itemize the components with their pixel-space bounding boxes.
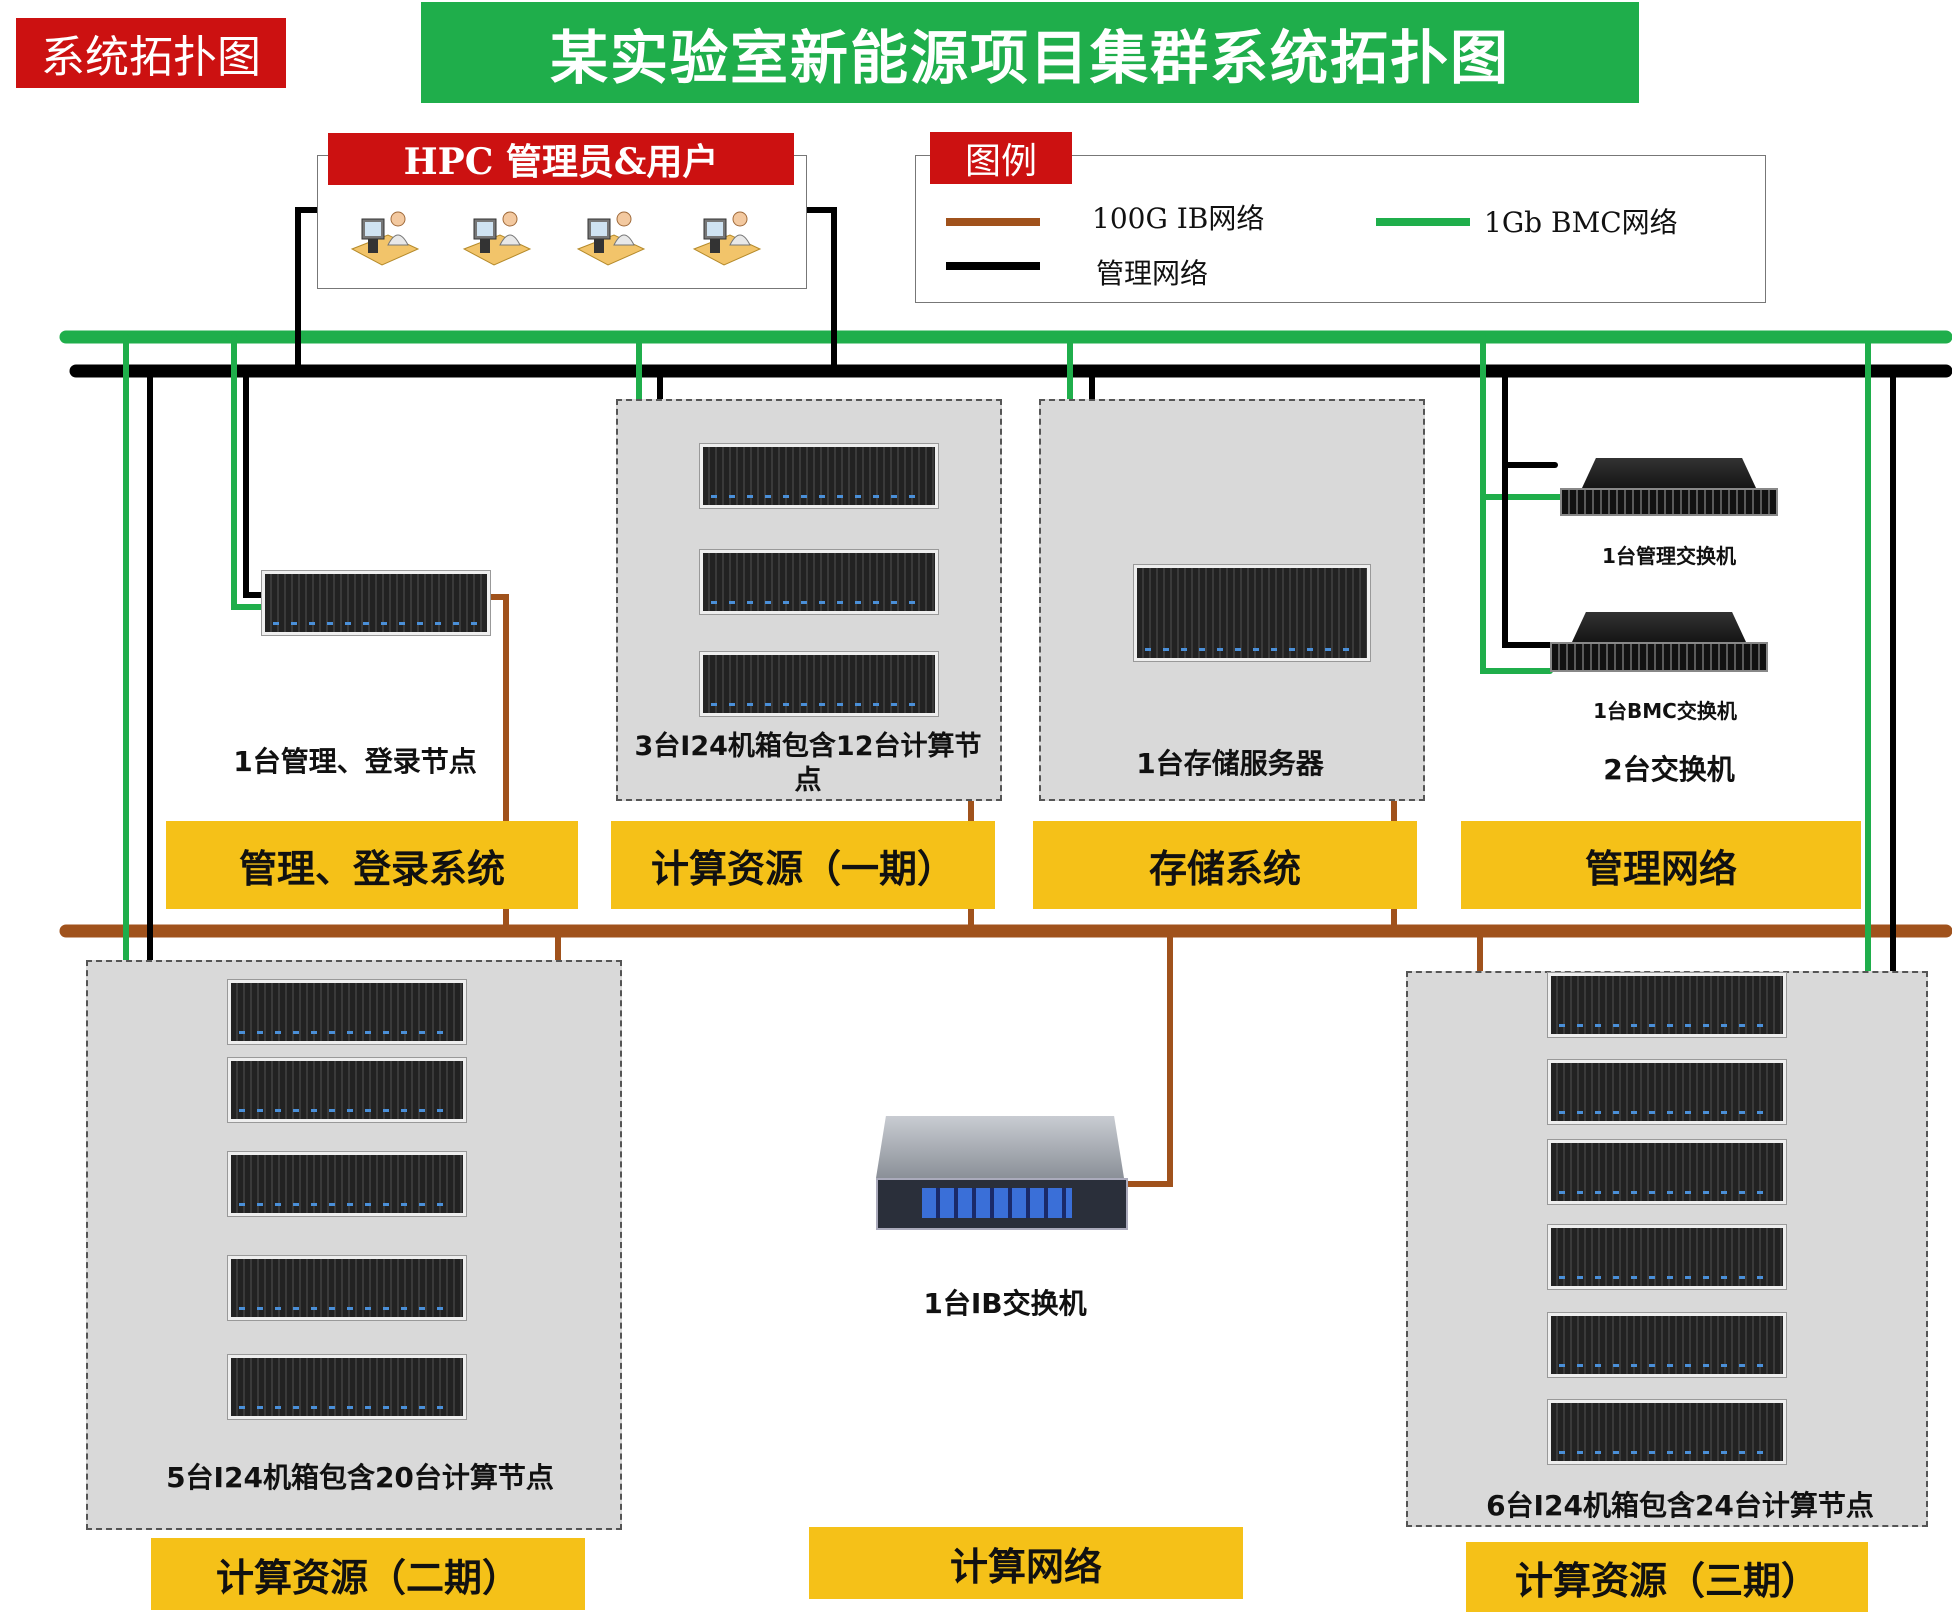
user-workstation-icon — [460, 205, 532, 269]
mgmt-login-node — [262, 571, 490, 635]
legend-ib-text: 100G IB网络 — [1092, 202, 1265, 235]
compute3-label: 6台I24机箱包含24台计算节点 — [1486, 1489, 1874, 1522]
compute3-chassis — [1548, 1400, 1786, 1464]
section-compute1: 计算资源（一期） — [611, 821, 995, 909]
compute2-chassis — [228, 1355, 466, 1419]
user-workstation-icon — [574, 205, 646, 269]
legend-mgmt-text: 管理网络 — [1096, 257, 1209, 290]
compute2-chassis — [228, 1256, 466, 1320]
section-compute3: 计算资源（三期） — [1466, 1542, 1868, 1612]
bmc-switch-label: 1台BMC交换机 — [1593, 699, 1737, 723]
section-compute2: 计算资源（二期） — [151, 1538, 585, 1610]
compute1-chassis — [700, 652, 938, 716]
ib-switch-label: 1台IB交换机 — [923, 1287, 1087, 1320]
legend-label: 图例 — [930, 132, 1072, 184]
section-compute-network: 计算网络 — [809, 1527, 1243, 1599]
compute3-chassis — [1548, 973, 1786, 1037]
section-storage: 存储系统 — [1033, 821, 1417, 909]
section-mgmt-network: 管理网络 — [1461, 821, 1861, 909]
corner-tag: 系统拓扑图 — [16, 18, 286, 88]
mgmt-switch-label: 1台管理交换机 — [1602, 544, 1736, 568]
compute3-chassis — [1548, 1313, 1786, 1377]
page-title: 某实验室新能源项目集群系统拓扑图 — [421, 2, 1639, 103]
compute2-group — [86, 960, 622, 1530]
section-mgmt-system: 管理、登录系统 — [166, 821, 578, 909]
user-workstation-icon — [348, 205, 420, 269]
compute3-chassis — [1548, 1140, 1786, 1204]
compute2-chassis — [228, 1152, 466, 1216]
mgmt-switch — [1560, 458, 1778, 518]
compute1-label: 3台I24机箱包含12台计算节点 — [634, 731, 982, 796]
ib-switch — [876, 1116, 1128, 1230]
storage-server-label: 1台存储服务器 — [1136, 747, 1324, 780]
compute2-label: 5台I24机箱包含20台计算节点 — [166, 1461, 554, 1494]
legend-swatches — [946, 218, 1470, 270]
compute2-chassis — [228, 1058, 466, 1122]
switches-label: 2台交换机 — [1603, 753, 1735, 786]
compute1-chassis — [700, 444, 938, 508]
compute2-chassis — [228, 980, 466, 1044]
mgmt-login-node-label: 1台管理、登录节点 — [233, 745, 477, 778]
user-workstation-icon — [690, 205, 762, 269]
compute1-chassis — [700, 550, 938, 614]
compute3-chassis — [1548, 1225, 1786, 1289]
storage-server — [1134, 565, 1370, 661]
users-label: HPC 管理员&用户 — [328, 133, 794, 185]
bmc-switch — [1550, 612, 1768, 674]
legend-bmc-text: 1Gb BMC网络 — [1484, 206, 1678, 239]
compute3-chassis — [1548, 1060, 1786, 1124]
